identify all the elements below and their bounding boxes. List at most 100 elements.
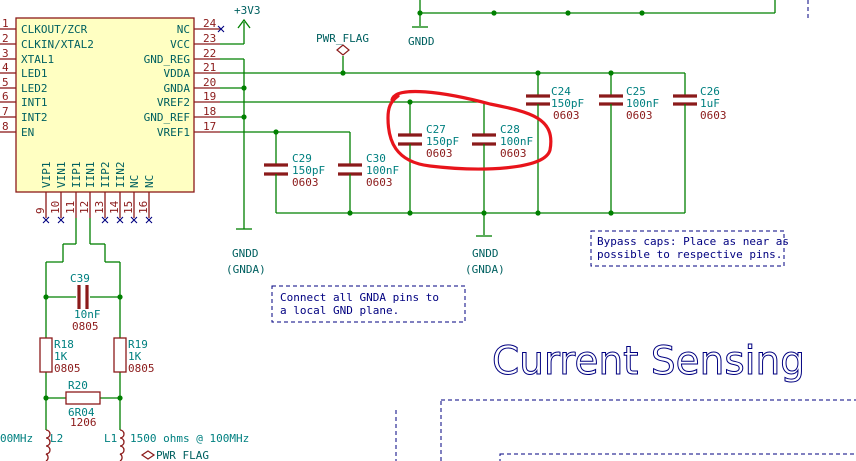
svg-text:1K: 1K [128,350,142,363]
svg-text:NC: NC [128,175,141,188]
svg-text:150pF: 150pF [551,97,584,110]
svg-text:IIP1: IIP1 [70,162,83,189]
svg-text:18: 18 [203,105,216,118]
svg-text:10nF: 10nF [74,308,101,321]
no-connect-marks [42,25,225,224]
svg-text:VDDA: VDDA [164,67,191,80]
ic-body [15,17,195,193]
gnd-left: GNDD (GNDA) [220,58,266,276]
svg-text:GNDA: GNDA [164,82,191,95]
vref1-net [220,129,351,164]
svg-text:possible to respective pins.: possible to respective pins. [597,248,782,261]
svg-text:100nF: 100nF [626,97,659,110]
svg-text:19: 19 [203,90,216,103]
svg-text:0805: 0805 [72,320,99,333]
svg-text:GNDD: GNDD [472,247,499,260]
svg-text:IIN2: IIN2 [114,162,127,189]
svg-text:C27: C27 [426,123,446,136]
cap-ground-bus [275,73,686,235]
gnd-mid: GNDD (GNDA) [465,235,505,276]
sheet-border-inner [499,453,856,461]
svg-text:0603: 0603 [626,109,653,122]
svg-text:23: 23 [203,32,216,45]
pwr-flag-top: PWR_FLAG [316,32,369,56]
svg-text:22: 22 [203,47,216,60]
cap-c27: C27 150pF 0603 [398,123,459,160]
resistor-r18: R18 1K 0805 [39,337,81,375]
cap-c24: C24 150pF 0603 [526,85,584,122]
svg-text:INT1: INT1 [21,96,48,109]
svg-text:R18: R18 [54,338,74,351]
svg-text:(GNDA): (GNDA) [465,263,505,276]
svg-text:Connect all GNDA pins to: Connect all GNDA pins to [280,291,439,304]
svg-text:0603: 0603 [292,176,319,189]
svg-text:GND_REF: GND_REF [144,111,190,124]
svg-text:R20: R20 [68,379,88,392]
vdda-rail [220,56,686,95]
svg-text:L1: L1 [104,432,117,445]
svg-text:15: 15 [122,201,135,214]
ic-pin-1: 1 CLKOUT/ZCR [0,17,88,36]
svg-text:24: 24 [203,17,217,30]
svg-text:1206: 1206 [70,416,97,429]
svg-text:12: 12 [78,201,91,214]
svg-text:8: 8 [2,120,9,133]
svg-text:C30: C30 [366,152,386,165]
ic-pin-22: 22 GND_REG [144,47,220,66]
svg-text:1: 1 [2,17,9,30]
svg-text:CLKIN/XTAL2: CLKIN/XTAL2 [21,38,94,51]
svg-text:C29: C29 [292,152,312,165]
svg-text:13: 13 [93,201,106,214]
svg-text:2: 2 [2,32,9,45]
svg-text:6: 6 [2,90,9,103]
svg-text:0603: 0603 [553,109,580,122]
svg-text:C39: C39 [70,272,90,285]
cap-c25: C25 100nF 0603 [599,85,659,122]
svg-text:0603: 0603 [366,176,393,189]
svg-text:9: 9 [34,207,47,214]
svg-text:150pF: 150pF [292,164,325,177]
svg-text:PWR_FLAG: PWR_FLAG [316,32,369,45]
inductor-l2: L2 00MHz [0,429,63,461]
svg-text:CLKOUT/ZCR: CLKOUT/ZCR [21,23,88,36]
svg-text:GNDD: GNDD [408,35,435,48]
svg-text:GNDD: GNDD [232,247,259,260]
svg-text:3: 3 [2,47,9,60]
svg-text:GND_REG: GND_REG [144,53,190,66]
svg-text:00MHz: 00MHz [0,432,33,445]
svg-text:100nF: 100nF [500,135,533,148]
svg-text:16: 16 [137,201,150,214]
resistor-r19: R19 1K 0805 [113,337,155,375]
note-gnda: Connect all GNDA pins to a local GND pla… [271,285,466,323]
sense-network [43,218,123,430]
sheet-border-outer [440,399,856,461]
power-3v3: +3V3 [220,4,261,45]
pwr-flag-bottom: PWR_FLAG [140,449,209,461]
svg-text:0603: 0603 [500,147,527,160]
svg-text:21: 21 [203,61,216,74]
svg-text:PWR_FLAG: PWR_FLAG [156,449,209,461]
svg-text:C28: C28 [500,123,520,136]
svg-text:150pF: 150pF [426,135,459,148]
svg-text:C24: C24 [551,85,571,98]
ic-pin-4: 4 LED1 [0,61,48,80]
svg-text:LED2: LED2 [21,82,48,95]
svg-text:LED1: LED1 [21,67,48,80]
cap-c26: C26 1uF 0603 [673,85,727,122]
ic-pin-2: 2 CLKIN/XTAL2 [0,32,94,51]
svg-text:VIN1: VIN1 [55,162,68,189]
svg-text:VREF2: VREF2 [157,96,190,109]
svg-text:4: 4 [2,61,9,74]
